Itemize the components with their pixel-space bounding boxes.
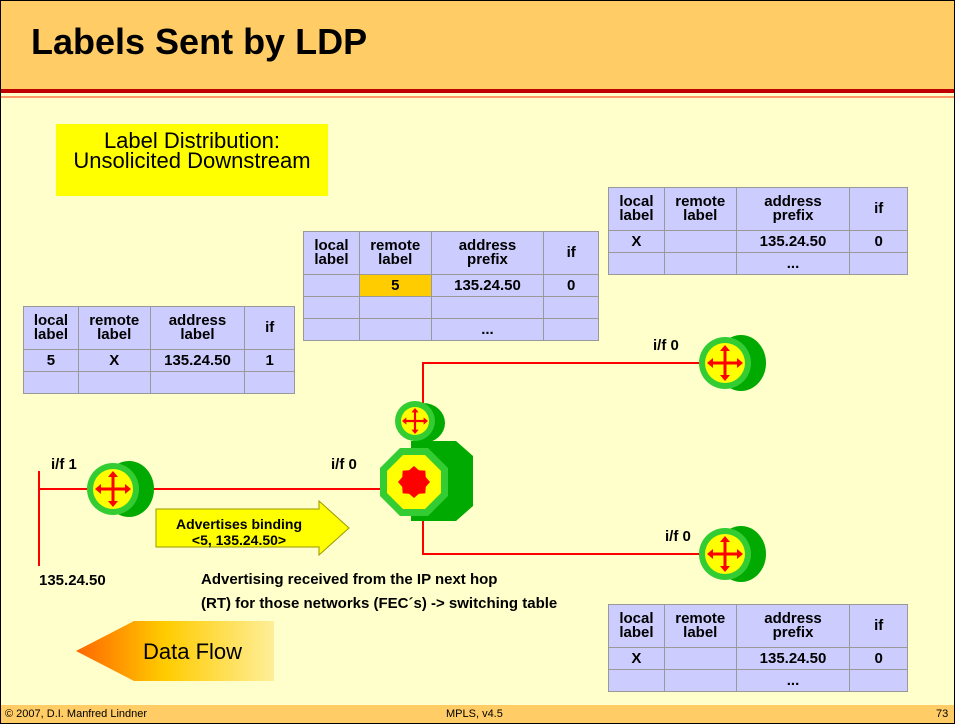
data-flow-arrow (76, 621, 274, 681)
table-cell (430, 296, 545, 319)
table-cell: ... (735, 669, 851, 692)
interface-label-left-if1: i/f 1 (51, 456, 77, 473)
table-row (23, 371, 295, 394)
interface-label-top-right: i/f 0 (653, 337, 679, 354)
table-cell (543, 296, 599, 319)
title-bar: Labels Sent by LDP (1, 1, 954, 89)
page-number: 73 (936, 708, 949, 720)
table-cell (608, 669, 665, 692)
interface-label-bottom-right: i/f 0 (665, 528, 691, 545)
table-cell: X (608, 230, 665, 253)
header-if: if (244, 306, 295, 350)
distribution-box (56, 124, 328, 196)
table-cell (608, 252, 665, 275)
table-cell: ... (735, 252, 851, 275)
table-cell (663, 252, 737, 275)
link-top-right (422, 362, 701, 456)
footer-course: MPLS, v4.5 (446, 708, 503, 720)
table-cell: 0 (849, 230, 908, 253)
title-underline-thin (1, 96, 954, 98)
table-cell (358, 318, 432, 341)
table-row: X 135.24.50 0 (608, 647, 908, 670)
table-row: 5 135.24.50 0 (303, 274, 599, 297)
footer-copyright: © 2007, D.I. Manfred Lindner (5, 708, 148, 720)
footer-bar (1, 705, 954, 723)
distribution-text: Label Distribution: Unsolicited Downstre… (56, 128, 328, 173)
table-cell (303, 274, 360, 297)
header-if: if (543, 231, 599, 275)
title-underline (1, 89, 954, 93)
table-cell: 0 (543, 274, 599, 297)
advertises-line-2: <5, 135.24.50> (191, 532, 287, 548)
router-left-icon (87, 461, 154, 517)
advertises-text: Advertises binding <5, 135.24.50> (159, 516, 319, 548)
table-cell: 135.24.50 (735, 647, 851, 670)
table-cell (663, 230, 737, 253)
distribution-line-1: Label Distribution: (103, 128, 281, 153)
router-bottom-right-icon (699, 526, 766, 582)
table-cell (149, 371, 246, 394)
table-cell (23, 371, 79, 394)
table-row: X 135.24.50 0 (608, 230, 908, 253)
router-top-right-icon (699, 335, 766, 391)
table-row: ... (608, 669, 908, 692)
table-cell (303, 318, 360, 341)
table-cell (77, 371, 151, 394)
interface-label-left-if0: i/f 0 (331, 456, 357, 473)
table-cell (849, 252, 908, 275)
table-cell (303, 296, 360, 319)
table-cell (663, 647, 737, 670)
table-cell: 5 (23, 349, 79, 372)
lsr-center-icon (380, 401, 473, 521)
network-label: 135.24.50 (39, 572, 106, 589)
table-cell: 0 (849, 647, 908, 670)
table-row: ... (303, 318, 599, 341)
table-row (303, 296, 599, 319)
table-cell: 135.24.50 (149, 349, 246, 372)
table-cell: X (608, 647, 665, 670)
header-if: if (849, 187, 908, 231)
table-row: ... (608, 252, 908, 275)
note-line-1: Advertising received from the IP next ho… (201, 571, 498, 588)
table-cell: 1 (244, 349, 295, 372)
table-cell: 135.24.50 (430, 274, 545, 297)
header-if: if (849, 604, 908, 648)
data-flow-label: Data Flow (143, 639, 243, 664)
distribution-line-2: Unsolicited Downstream (73, 148, 311, 173)
highlighted-remote-label: 5 (358, 274, 432, 297)
table-cell (543, 318, 599, 341)
link-bottom-right (422, 506, 701, 555)
table-cell (358, 296, 432, 319)
table-cell (663, 669, 737, 692)
slide-title: Labels Sent by LDP (31, 21, 368, 62)
advertises-line-1: Advertises binding (175, 516, 303, 532)
note-line-2: (RT) for those networks (FEC´s) -> switc… (201, 595, 558, 612)
table-cell (849, 669, 908, 692)
table-cell: 135.24.50 (735, 230, 851, 253)
table-row: 5 X 135.24.50 1 (23, 349, 295, 372)
table-cell: ... (430, 318, 545, 341)
table-cell (244, 371, 295, 394)
advertises-arrow (155, 499, 350, 557)
table-cell: X (77, 349, 151, 372)
